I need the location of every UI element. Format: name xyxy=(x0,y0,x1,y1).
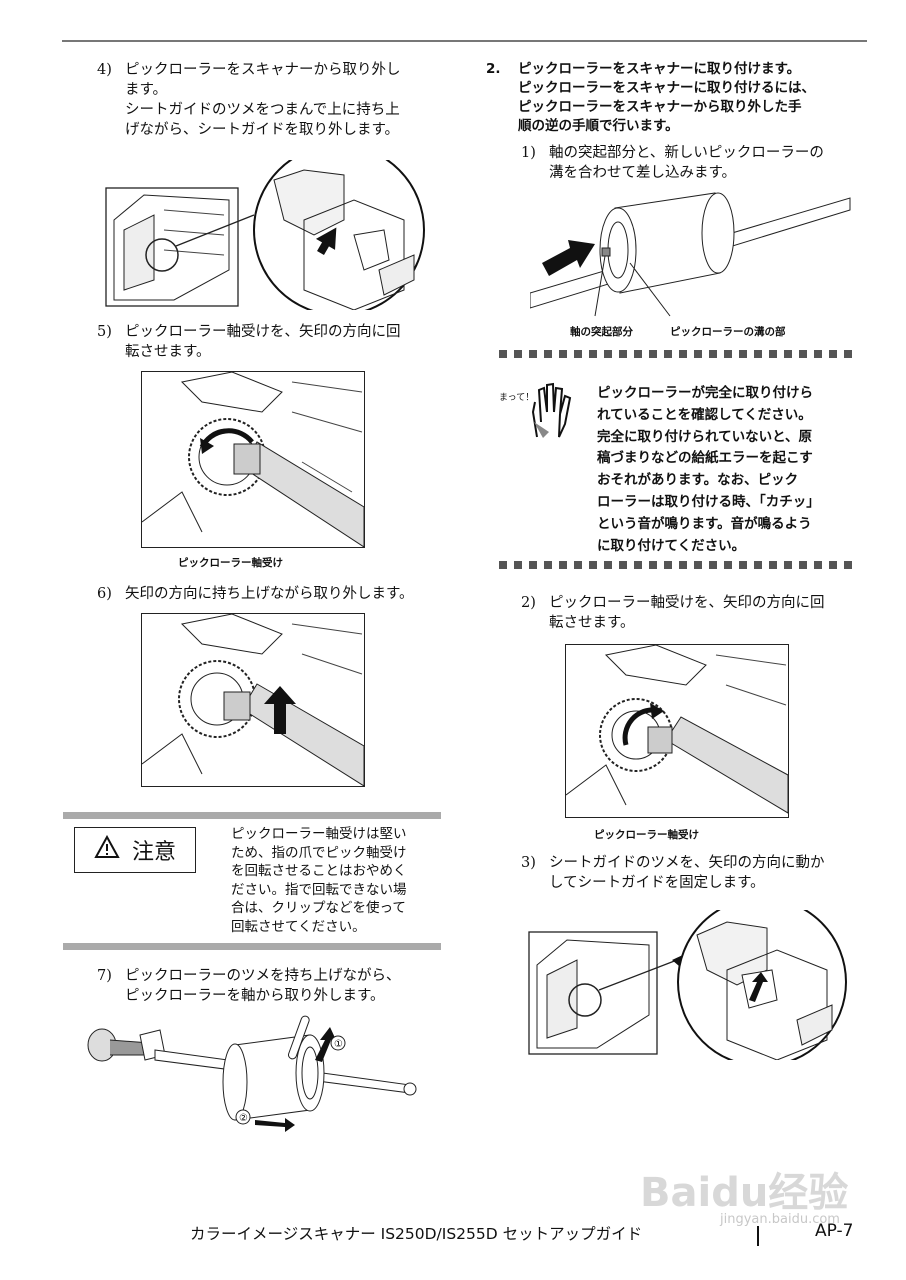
roller-shaft-illustration: ① ② xyxy=(87,1015,417,1132)
step-2: 2) ピックローラー軸受けを、矢印の方向に回 転させます。 xyxy=(521,593,861,633)
bearing-rotate-illustration xyxy=(142,372,364,547)
sheet-guide-fix-illustration xyxy=(528,897,847,1067)
top-rule xyxy=(62,40,867,42)
watermark-logo: Baidu经验 xyxy=(640,1170,849,1216)
step-text: 軸の突起部分と、新しいピックローラーの 溝を合わせて差し込みます。 xyxy=(549,145,824,181)
hand-icon: まって！ xyxy=(499,382,579,442)
caution-text: ピックローラー軸受けは堅い ため、指の爪でピック軸受け を回転させることはおやめ… xyxy=(231,826,407,935)
figure-lift-bearing xyxy=(141,613,365,787)
step-text: ピックローラー軸受けを、矢印の方向に回 転させます。 xyxy=(125,324,401,360)
note-top-dots xyxy=(499,350,852,358)
step-5: 5) ピックローラー軸受けを、矢印の方向に回 転させます。 xyxy=(97,322,437,362)
step-3: 3) シートガイドのツメを、矢印の方向に動か してシートガイドを固定します。 xyxy=(521,853,861,893)
figure-remove-sheet-guide xyxy=(104,144,434,316)
warning-triangle-icon xyxy=(94,834,120,865)
step-number: 6) xyxy=(97,586,112,602)
main-step-2: 2. ピックローラーをスキャナーに取り付けます。 ピックローラーをスキャナーに取… xyxy=(486,60,866,140)
step-text: シートガイドのツメを、矢印の方向に動か してシートガイドを固定します。 xyxy=(549,855,825,891)
roller-insert-illustration xyxy=(529,192,851,317)
step-number: 4) xyxy=(97,62,112,78)
label-shaft-protrusion: 軸の突起部分 xyxy=(570,326,633,338)
caution-label-box: 注意 xyxy=(74,827,196,873)
watermark-url: jingyan.baidu.com xyxy=(720,1212,840,1227)
note-bottom-dots xyxy=(499,561,852,569)
figure-remove-roller: ① ② xyxy=(80,1015,430,1140)
note-text: ピックローラーが完全に取り付けら れていることを確認してください。 完全に取り付… xyxy=(597,385,820,554)
caution-top-bar xyxy=(63,812,441,819)
note-badge: まって！ xyxy=(499,393,535,403)
footer-divider xyxy=(757,1226,759,1246)
step-number: 2. xyxy=(486,61,501,77)
step-number: 5) xyxy=(97,324,112,340)
step-number: 2) xyxy=(521,595,536,611)
caution-bottom-bar xyxy=(63,943,441,950)
step-text: 矢印の方向に持ち上げながら取り外します。 xyxy=(125,586,414,602)
step-text: ピックローラー軸受けを、矢印の方向に回 転させます。 xyxy=(549,595,825,631)
step-number: 3) xyxy=(521,855,536,871)
label-roller-groove: ピックローラーの溝の部 xyxy=(670,326,786,338)
figure-rotate-bearing-reinstall xyxy=(565,644,789,818)
figure-fix-sheet-guide xyxy=(527,897,857,1067)
step-1: 1) 軸の突起部分と、新しいピックローラーの 溝を合わせて差し込みます。 xyxy=(521,143,861,183)
step-mark-2: ② xyxy=(239,1113,248,1124)
figure-caption: ピックローラー軸受け xyxy=(594,829,699,841)
figure-insert-roller xyxy=(529,188,860,318)
bearing-lift-illustration xyxy=(142,614,364,786)
step-text: ピックローラーをスキャナーから取り外し ます。 シートガイドのツメをつまんで上に… xyxy=(125,62,401,138)
step-mark-1: ① xyxy=(334,1039,343,1050)
page-number: AP-7 xyxy=(815,1221,854,1241)
step-text: ピックローラーをスキャナーに取り付けます。 ピックローラーをスキャナーに取り付け… xyxy=(518,61,815,134)
step-7: 7) ピックローラーのツメを持ち上げながら、 ピックローラーを軸から取り外します… xyxy=(97,966,442,1006)
step-6: 6) 矢印の方向に持ち上げながら取り外します。 xyxy=(97,584,442,606)
bearing-reinstall-illustration xyxy=(566,645,788,814)
caution-label: 注意 xyxy=(131,840,176,865)
figure-rotate-bearing xyxy=(141,371,365,548)
step-text: ピックローラーのツメを持ち上げながら、 ピックローラーを軸から取り外します。 xyxy=(125,968,401,1004)
step-number: 7) xyxy=(97,968,112,984)
step-number: 1) xyxy=(521,145,536,161)
figure-caption: ピックローラー軸受け xyxy=(178,557,283,569)
step-4: 4) ピックローラーをスキャナーから取り外し ます。 シートガイドのツメをつまん… xyxy=(97,60,437,140)
footer-title: カラーイメージスキャナー IS250D/IS255D セットアップガイド xyxy=(190,1225,643,1243)
scanner-zoom-illustration xyxy=(105,144,425,316)
